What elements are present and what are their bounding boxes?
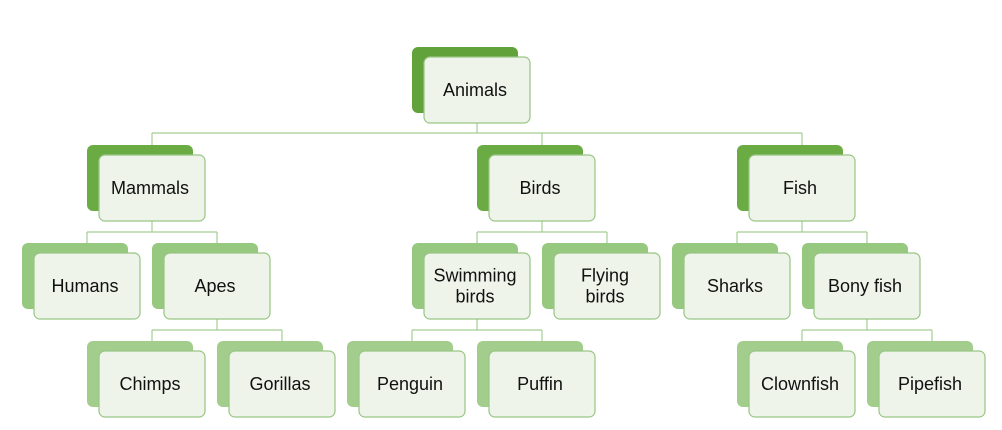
node-label: birds — [455, 287, 494, 307]
node-label: Apes — [194, 276, 235, 296]
node-clownfish: Clownfish — [737, 341, 856, 418]
node-label: Sharks — [707, 276, 763, 296]
node-label: birds — [585, 287, 624, 307]
node-label: Swimming — [433, 266, 516, 286]
node-pipefish: Pipefish — [867, 341, 986, 418]
connector-lines — [86, 123, 933, 341]
node-card — [748, 154, 856, 222]
node-apes: Apes — [152, 243, 271, 320]
node-card — [98, 350, 206, 418]
node-birds: Birds — [477, 145, 596, 222]
node-chimps: Chimps — [87, 341, 206, 418]
node-label: Flying — [581, 266, 629, 286]
node-card — [228, 350, 336, 418]
node-card — [488, 350, 596, 418]
node-animals: Animals — [412, 47, 531, 124]
node-card — [683, 252, 791, 320]
node-sharks: Sharks — [672, 243, 791, 320]
node-bony-fish: Bony fish — [802, 243, 921, 320]
node-label: Bony fish — [828, 276, 902, 296]
node-gorillas: Gorillas — [217, 341, 336, 418]
node-label: Humans — [51, 276, 118, 296]
node-card — [33, 252, 141, 320]
node-label: Fish — [783, 178, 817, 198]
node-label: Chimps — [119, 374, 180, 394]
node-card — [358, 350, 466, 418]
node-label: Animals — [443, 80, 507, 100]
node-puffin: Puffin — [477, 341, 596, 418]
node-card — [98, 154, 206, 222]
node-label: Mammals — [111, 178, 189, 198]
node-label: Clownfish — [761, 374, 839, 394]
node-mammals: Mammals — [87, 145, 206, 222]
node-card — [813, 252, 921, 320]
node-label: Birds — [519, 178, 560, 198]
node-card — [163, 252, 271, 320]
node-label: Penguin — [377, 374, 443, 394]
node-card — [488, 154, 596, 222]
node-card — [748, 350, 856, 418]
node-card — [553, 252, 661, 320]
node-fish: Fish — [737, 145, 856, 222]
node-penguin: Penguin — [347, 341, 466, 418]
node-label: Gorillas — [249, 374, 310, 394]
node-card — [423, 252, 531, 320]
node-label: Puffin — [517, 374, 563, 394]
node-card — [423, 56, 531, 124]
node-label: Pipefish — [898, 374, 962, 394]
node-humans: Humans — [22, 243, 141, 320]
node-card — [878, 350, 986, 418]
